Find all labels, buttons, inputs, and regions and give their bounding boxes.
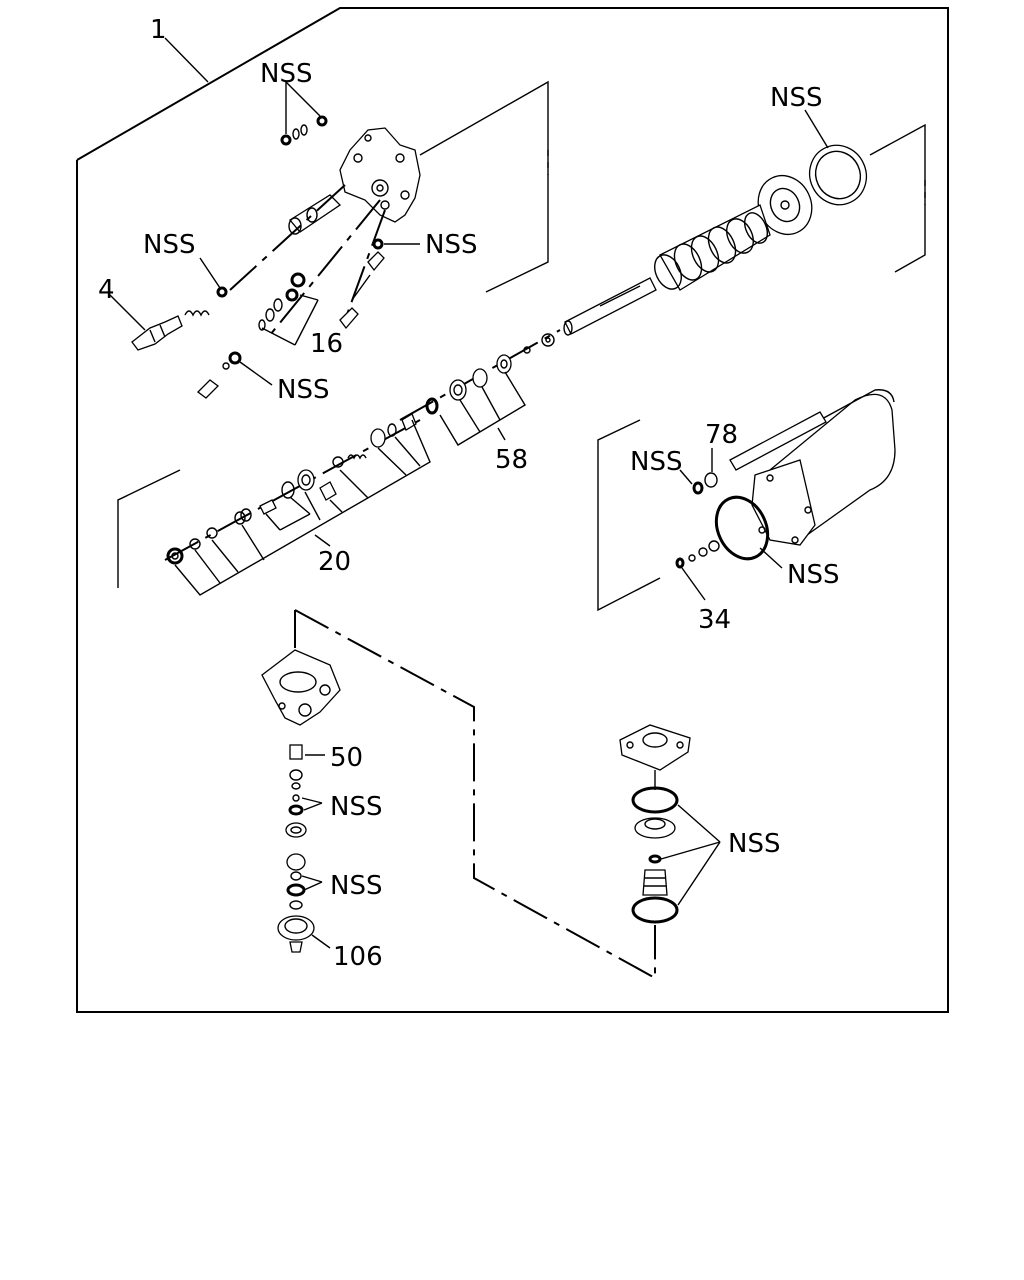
subframe-rack xyxy=(869,123,926,273)
cap-icon xyxy=(619,724,691,771)
bellows-boot-icon xyxy=(654,204,771,291)
callout-nss-housing: NSS xyxy=(425,230,477,260)
callout-nss-cap: NSS xyxy=(728,829,780,859)
callout-nss-top: NSS xyxy=(260,59,312,89)
subframe-valve xyxy=(419,80,549,293)
callout-nss-lower-2: NSS xyxy=(330,871,382,901)
callout-34: 34 xyxy=(698,605,731,635)
o-ring-icon xyxy=(372,238,384,250)
rack-shaft-icon xyxy=(563,277,657,336)
control-valve-group: 50 NSS NSS 106 xyxy=(261,609,656,980)
valve-housing-icon xyxy=(339,127,421,223)
callout-58: 58 xyxy=(495,445,528,475)
piston-parts-group: 20 58 xyxy=(117,354,528,596)
callout-nss-lowerleft: NSS xyxy=(277,375,329,405)
o-ring-icon xyxy=(631,896,679,924)
cap-assembly-group: NSS xyxy=(619,724,780,924)
leader-1 xyxy=(164,37,209,83)
callout-nss-seal: NSS xyxy=(770,83,822,113)
callout-nss-78: NSS xyxy=(630,447,682,477)
cylinder-group: NSS NSS 78 34 xyxy=(597,389,896,635)
oil-seal-icon xyxy=(808,144,868,206)
valve-stem-icon xyxy=(131,315,183,351)
cover-icon xyxy=(757,175,813,235)
end-plug-icon xyxy=(277,915,315,953)
valve-housing-group: NSS NSS NSS 4 16 xyxy=(98,59,549,405)
power-cylinder-icon xyxy=(729,389,896,546)
o-ring-icon xyxy=(280,134,292,146)
o-ring-icon xyxy=(316,115,328,127)
callout-78: 78 xyxy=(705,420,738,450)
callout-106: 106 xyxy=(333,942,383,972)
callout-nss-cylinder: NSS xyxy=(787,560,839,590)
callout-16: 16 xyxy=(310,329,343,359)
callout-nss-left: NSS xyxy=(143,230,195,260)
valve-housing-icon xyxy=(261,649,341,726)
callout-4: 4 xyxy=(98,275,115,305)
callout-nss-lower-1: NSS xyxy=(330,792,382,822)
o-ring-icon xyxy=(714,495,770,561)
callout-50: 50 xyxy=(330,743,363,773)
o-ring-icon xyxy=(228,351,242,365)
o-ring-icon xyxy=(216,286,228,298)
o-ring-icon xyxy=(631,786,679,814)
assembly-frame xyxy=(76,7,949,1013)
callout-20: 20 xyxy=(318,547,351,577)
callout-1: 1 xyxy=(150,15,167,45)
